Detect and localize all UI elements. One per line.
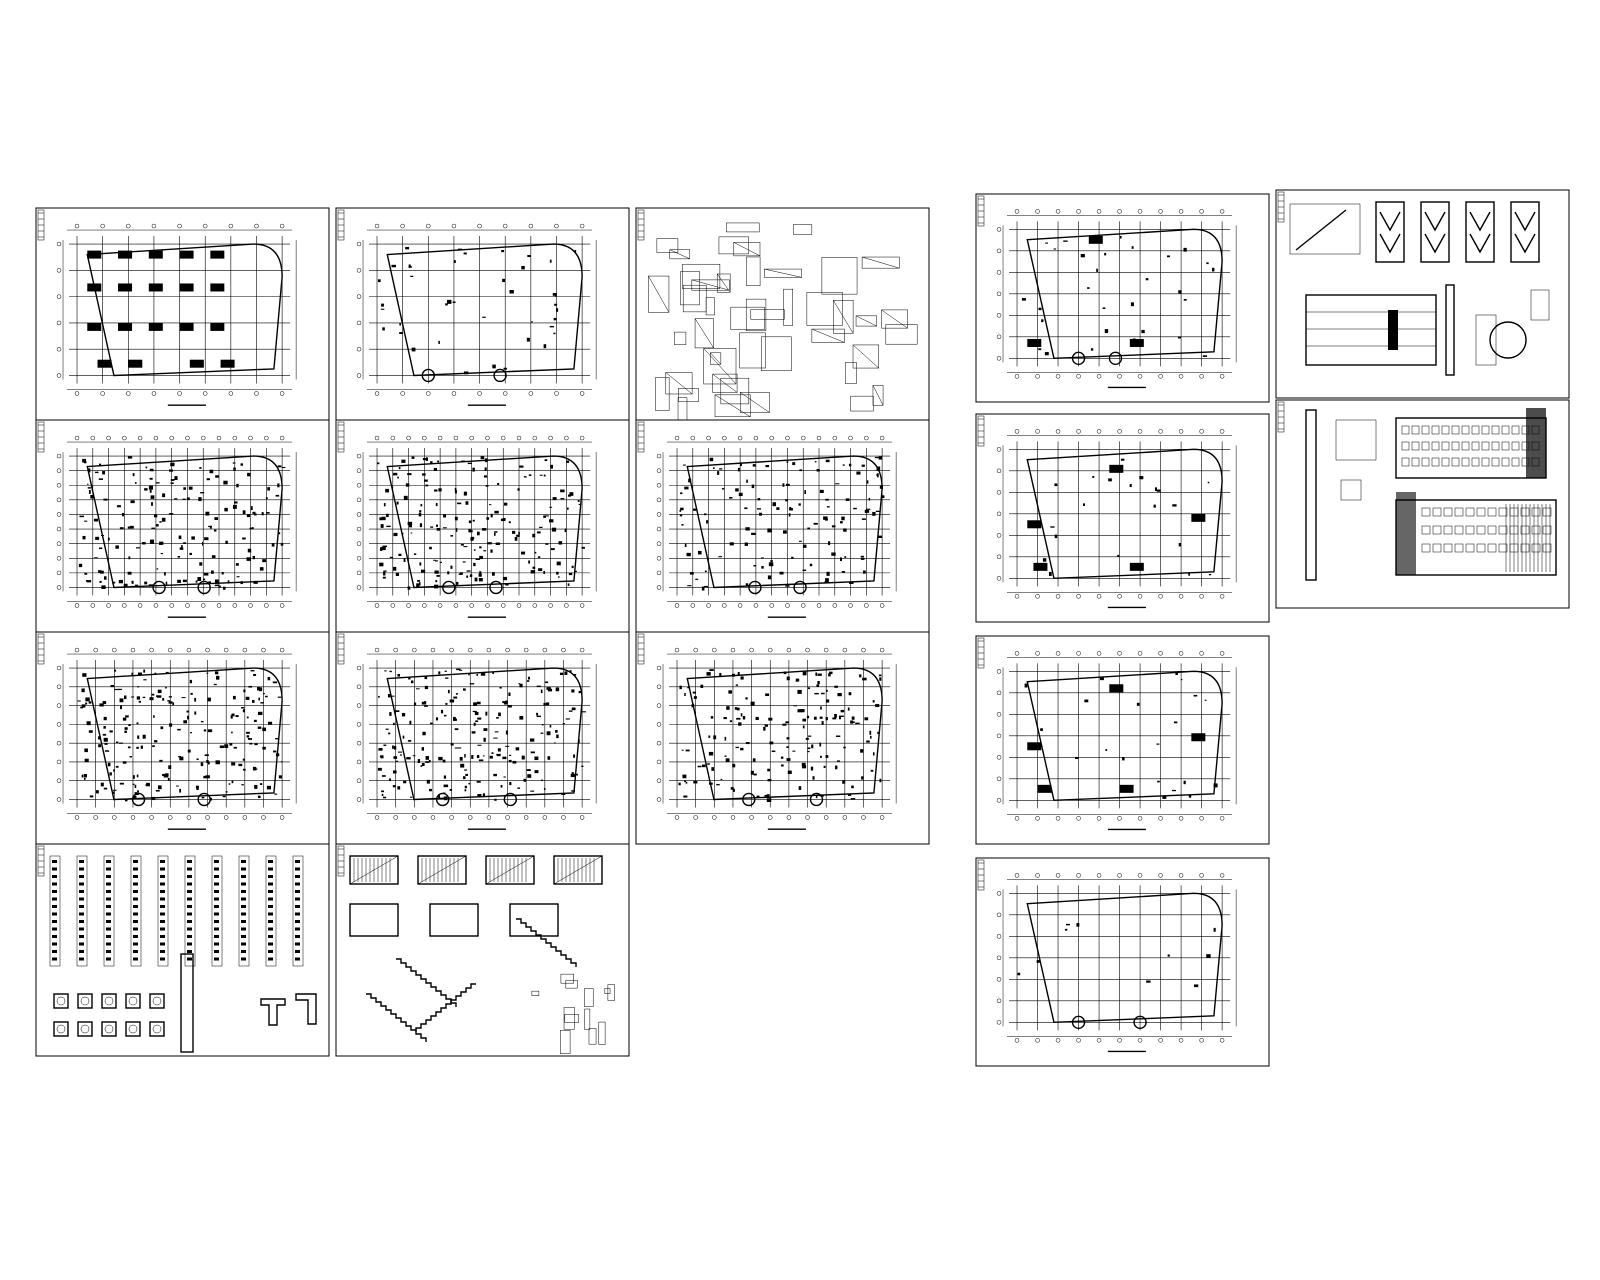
floor-plan-sheet-1	[975, 193, 1270, 403]
elevation-sheet	[1275, 399, 1570, 609]
stair-details-sheet	[335, 843, 630, 1057]
structural-details-sheet	[635, 207, 930, 436]
beam-reinforcement-sheet-1	[35, 631, 330, 845]
architectural-sheet-group	[975, 189, 1570, 1067]
floor-plan-sheet-3	[975, 635, 1270, 845]
beam-reinforcement-sheet-2	[335, 631, 630, 845]
beam-reinforcement-sheet-3	[635, 631, 930, 845]
slab-plan-sheet-3	[635, 419, 930, 633]
floor-plan-sheet-2	[975, 413, 1270, 623]
slab-plan-sheet-2	[335, 419, 630, 633]
column-schedule-sheet	[35, 843, 330, 1057]
foundation-plan-sheet	[35, 207, 330, 421]
slab-plan-sheet-1	[35, 419, 330, 633]
beam-layout-plan-sheet	[335, 207, 630, 421]
roof-plan-sheet	[975, 857, 1270, 1067]
elevation-section-sheet	[1275, 189, 1570, 399]
structural-sheet-group	[35, 207, 930, 1057]
